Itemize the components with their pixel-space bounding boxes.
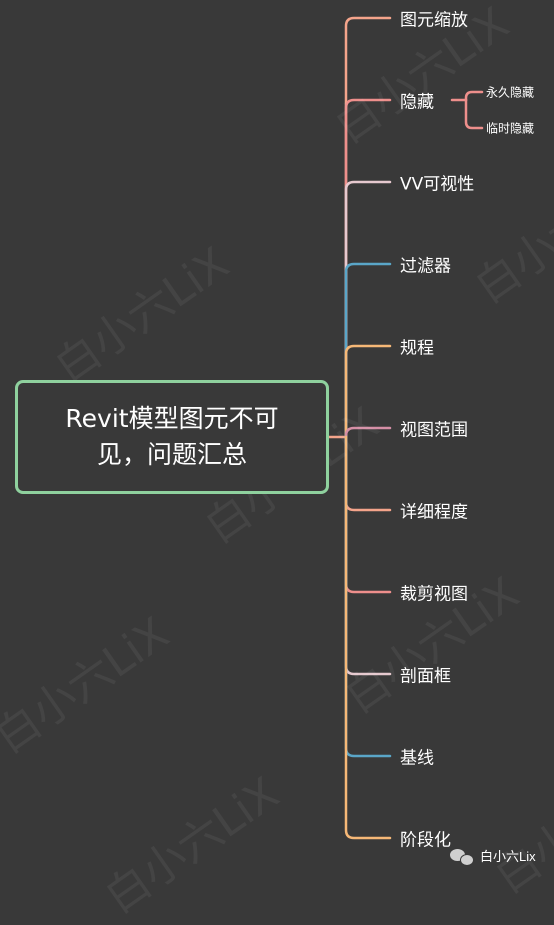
sub-topic[interactable]: 永久隐藏 <box>486 85 535 100</box>
branch-topic[interactable]: 阶段化 <box>400 830 451 851</box>
root-topic[interactable]: Revit模型图元不可 见，问题汇总 <box>15 380 329 494</box>
root-topic-line-2: 见，问题汇总 <box>96 440 247 469</box>
branch-topic[interactable]: VV可视性 <box>400 174 475 195</box>
sub-connector <box>464 98 484 130</box>
branch-topic[interactable]: 基线 <box>400 748 434 769</box>
branch-topic[interactable]: 剖面框 <box>400 666 451 687</box>
root-topic-line-1: Revit模型图元不可 <box>65 404 279 433</box>
branch-connector <box>344 435 392 758</box>
branch-connector <box>344 426 392 439</box>
branch-connector <box>344 435 392 676</box>
branch-topic[interactable]: 视图范围 <box>400 420 468 441</box>
branch-connector <box>344 435 392 512</box>
branch-topic[interactable]: 隐藏 <box>400 92 434 113</box>
branch-topic[interactable]: 图元缩放 <box>400 10 468 31</box>
branch-topic[interactable]: 裁剪视图 <box>400 584 468 605</box>
branch-connector <box>344 98 392 439</box>
branch-connector <box>344 435 392 840</box>
branch-connector <box>344 180 392 439</box>
branch-connector <box>344 16 392 439</box>
brand-label: 白小六Lix <box>480 849 536 864</box>
branch-topic[interactable]: 过滤器 <box>400 256 451 277</box>
brand-watermark: 白小六Lix <box>450 846 536 866</box>
branch-connector <box>344 344 392 439</box>
branch-topic[interactable]: 规程 <box>400 338 434 359</box>
connector-lines <box>327 16 484 840</box>
sub-connector <box>464 90 484 102</box>
branch-connector <box>344 435 392 594</box>
wechat-icon <box>450 847 474 866</box>
branch-connector <box>344 262 392 439</box>
branch-topic[interactable]: 详细程度 <box>400 502 468 523</box>
sub-topic[interactable]: 临时隐藏 <box>486 121 535 136</box>
